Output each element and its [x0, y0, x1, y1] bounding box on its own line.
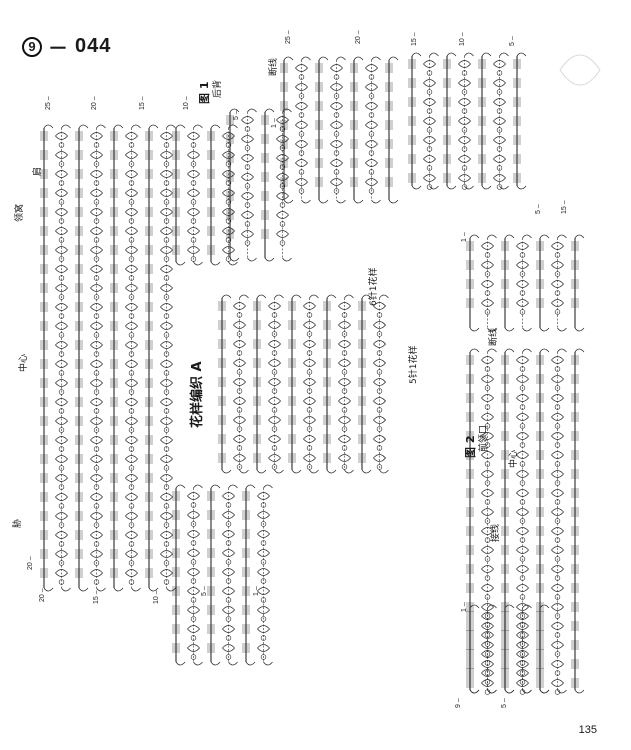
row-number: 20 – — [355, 30, 362, 44]
pattern-number-badge: 9 — [22, 36, 42, 57]
figure1-upper-mid-block — [172, 124, 238, 266]
figure2-main-block — [466, 348, 585, 695]
figure2-lower-block — [466, 604, 550, 694]
figure2-upper-block — [466, 234, 585, 332]
row-number: 20 – — [91, 96, 98, 110]
row-number: 5 – — [201, 586, 208, 596]
figure2-label-center: 中心 — [509, 449, 519, 468]
page-number: 135 — [578, 724, 597, 736]
label-left-side: 胁 — [13, 518, 23, 528]
figure1-left-block — [40, 124, 176, 592]
pattern-label: 花样编织 A — [190, 361, 205, 428]
row-number: 25 – — [45, 96, 52, 110]
row-number: 1 – — [461, 602, 468, 612]
figure2-label-join-thread: 接线 — [491, 523, 501, 542]
pattern-code: 044 — [75, 35, 112, 57]
row-number: 20 – — [27, 556, 34, 570]
pattern-dash: － — [48, 38, 69, 60]
edge-note: 5针1花样 — [409, 345, 419, 384]
row-number: 15 – — [561, 200, 568, 214]
figure1-top-right-strip — [408, 52, 527, 190]
row-number: 15 – — [139, 96, 146, 110]
figure1-subtitle: 后背 — [213, 79, 223, 98]
row-number: 5 – — [509, 36, 516, 46]
label-neckline: 领窝 — [15, 203, 25, 222]
row-number: 5 – — [535, 204, 542, 214]
figure1-upper-right-block — [226, 108, 292, 262]
row-number: 15 – — [93, 590, 100, 604]
label-cut-thread-1: 断线 — [269, 57, 279, 76]
figure2-label-cut-thread: 断线 — [489, 327, 499, 346]
row-number: 25 – — [285, 30, 292, 44]
figure2-subtitle: 前领口 — [479, 424, 489, 452]
row-number: 5 – — [233, 110, 240, 120]
figure1-shoulder-block — [280, 56, 399, 204]
row-number: 10 – — [459, 32, 466, 46]
row-number: 9 – — [455, 698, 462, 708]
row-number: 1 – — [461, 232, 468, 242]
row-number: 15 – — [411, 32, 418, 46]
label-shoulder: 肩 — [33, 166, 43, 176]
corner-decoration — [559, 54, 601, 86]
label-center: 中心 — [19, 353, 29, 372]
row-number: 20 – — [39, 588, 46, 602]
figure1-pattern-a-block — [218, 294, 389, 474]
row-number: 5 – — [501, 698, 508, 708]
row-number: 1 – — [253, 586, 260, 596]
row-number: 1 – — [271, 118, 278, 128]
pattern-header: 9 － 044 — [22, 32, 111, 61]
row-number: 10 – — [153, 590, 160, 604]
figure1-lower-block — [172, 484, 273, 666]
repeat-note: 6针1花样 — [369, 267, 379, 306]
row-number: 10 – — [183, 96, 190, 110]
